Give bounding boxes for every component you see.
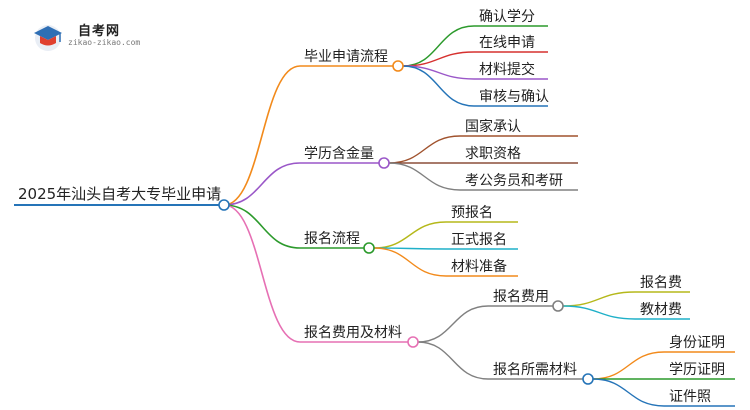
leaf-connector [402,51,475,67]
sub-branch-node [552,300,564,312]
leaf-connector [388,135,461,164]
branch-graduation-process: 毕业申请流程 [304,49,388,65]
mindmap-root: 2025年汕头自考大专毕业申请 [18,185,222,203]
leaf-national-recognition: 国家承认 [465,119,521,135]
branch-degree-value: 学历含金量 [304,146,374,162]
leaf-connector [562,291,636,307]
leaf-connector [592,351,665,380]
branch-node [378,157,390,169]
leaf-connector [373,221,447,249]
leaf-textbook-fee: 教材费 [640,302,682,318]
leaf-pre-registration: 预报名 [451,205,493,221]
leaf-connector [402,65,475,107]
logo-domain-text: zikao-zikao.com [68,38,141,47]
branch-connector [223,204,301,249]
sub-branch-connector [417,341,489,380]
logo-brand-text: 自考网 [78,24,121,39]
branch-fees-materials: 报名费用及材料 [304,325,402,341]
leaf-review-confirm: 审核与确认 [479,89,549,105]
leaf-connector [388,162,461,191]
leaf-connector [373,247,447,277]
leaf-connector [562,305,636,320]
leaf-education-proof: 学历证明 [669,362,725,378]
branch-node [407,336,419,348]
root-node [218,199,230,211]
leaf-connector [592,378,665,407]
leaf-identity-proof: 身份证明 [669,335,725,351]
leaf-registration-fee: 报名费 [640,275,682,291]
graduation-cap-icon [34,25,62,51]
leaf-job-qualification: 求职资格 [465,146,521,162]
branch-node [392,60,404,72]
branch-connector [223,162,301,206]
branch-node [363,242,375,254]
sub-branch-fees: 报名费用 [493,289,549,305]
branch-connector [223,204,301,343]
leaf-submit-materials: 材料提交 [479,62,535,78]
leaf-confirm-credits: 确认学分 [479,9,535,25]
leaf-connector [402,65,475,80]
leaf-connector [402,25,475,67]
leaf-formal-registration: 正式报名 [451,232,507,248]
leaf-material-preparation: 材料准备 [451,259,507,275]
sub-branch-node [582,373,594,385]
branch-connector [223,65,301,206]
leaf-civil-service-postgrad: 考公务员和考研 [465,173,563,189]
site-logo: 自考网 zikao-zikao.com [30,18,150,54]
leaf-id-photo: 证件照 [669,389,711,405]
branch-registration-process: 报名流程 [304,231,360,247]
sub-branch-connector [417,305,489,343]
leaf-online-application: 在线申请 [479,35,535,51]
sub-branch-required-materials: 报名所需材料 [493,362,577,378]
